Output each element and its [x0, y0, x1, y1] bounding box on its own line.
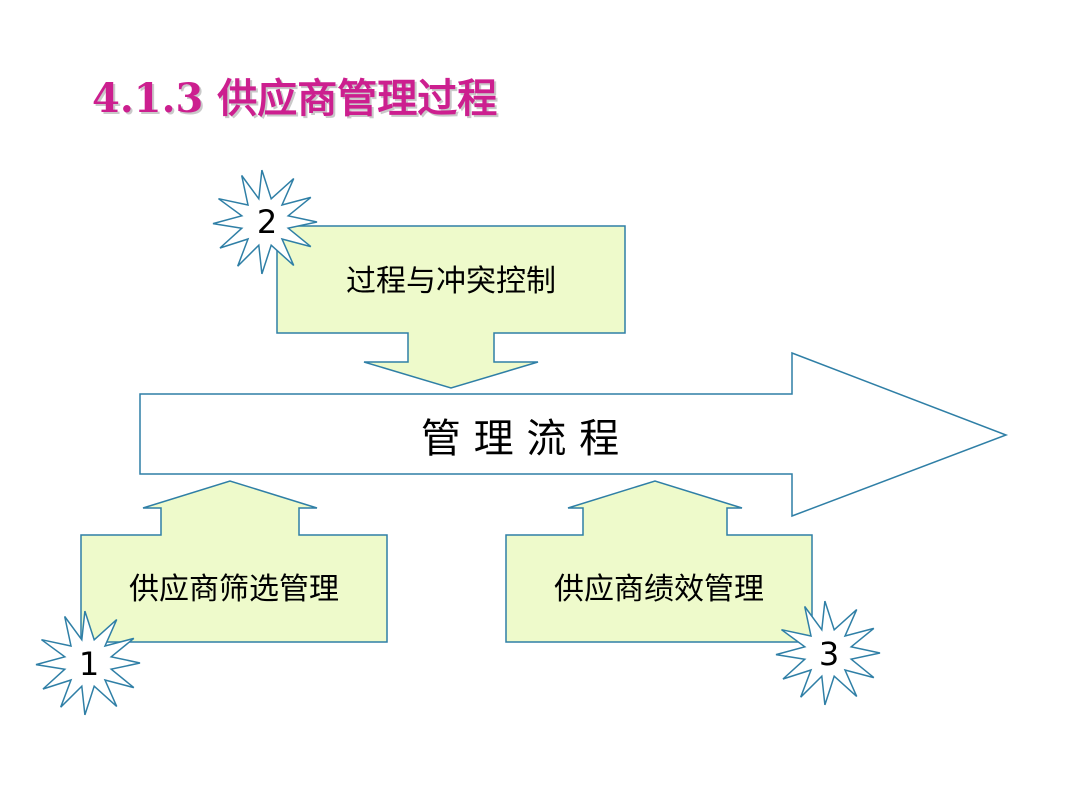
badge-2-number: 2 — [257, 203, 277, 241]
starburst-icon — [775, 600, 881, 706]
bottom-left-box-label: 供应商筛选管理 — [129, 572, 339, 607]
starburst-icon — [212, 169, 318, 275]
main-flow-arrow: 管 理 流 程 — [139, 351, 1009, 518]
badge-3-number: 3 — [819, 635, 839, 673]
main-flow-label: 管 理 流 程 — [421, 416, 619, 462]
badge-1-number: 1 — [79, 645, 99, 683]
badge-1: 1 — [35, 610, 141, 716]
slide-title: 4.1.3 供应商管理过程 — [92, 75, 498, 122]
badge-2: 2 — [212, 169, 318, 275]
top-box-label: 过程与冲突控制 — [346, 264, 556, 299]
bottom-left-process-box: 供应商筛选管理 — [80, 480, 388, 643]
bottom-right-process-box: 供应商绩效管理 — [505, 480, 813, 643]
starburst-icon — [35, 610, 141, 716]
badge-3: 3 — [775, 600, 881, 706]
top-process-box: 过程与冲突控制 — [276, 225, 626, 389]
bottom-right-box-label: 供应商绩效管理 — [554, 572, 764, 607]
